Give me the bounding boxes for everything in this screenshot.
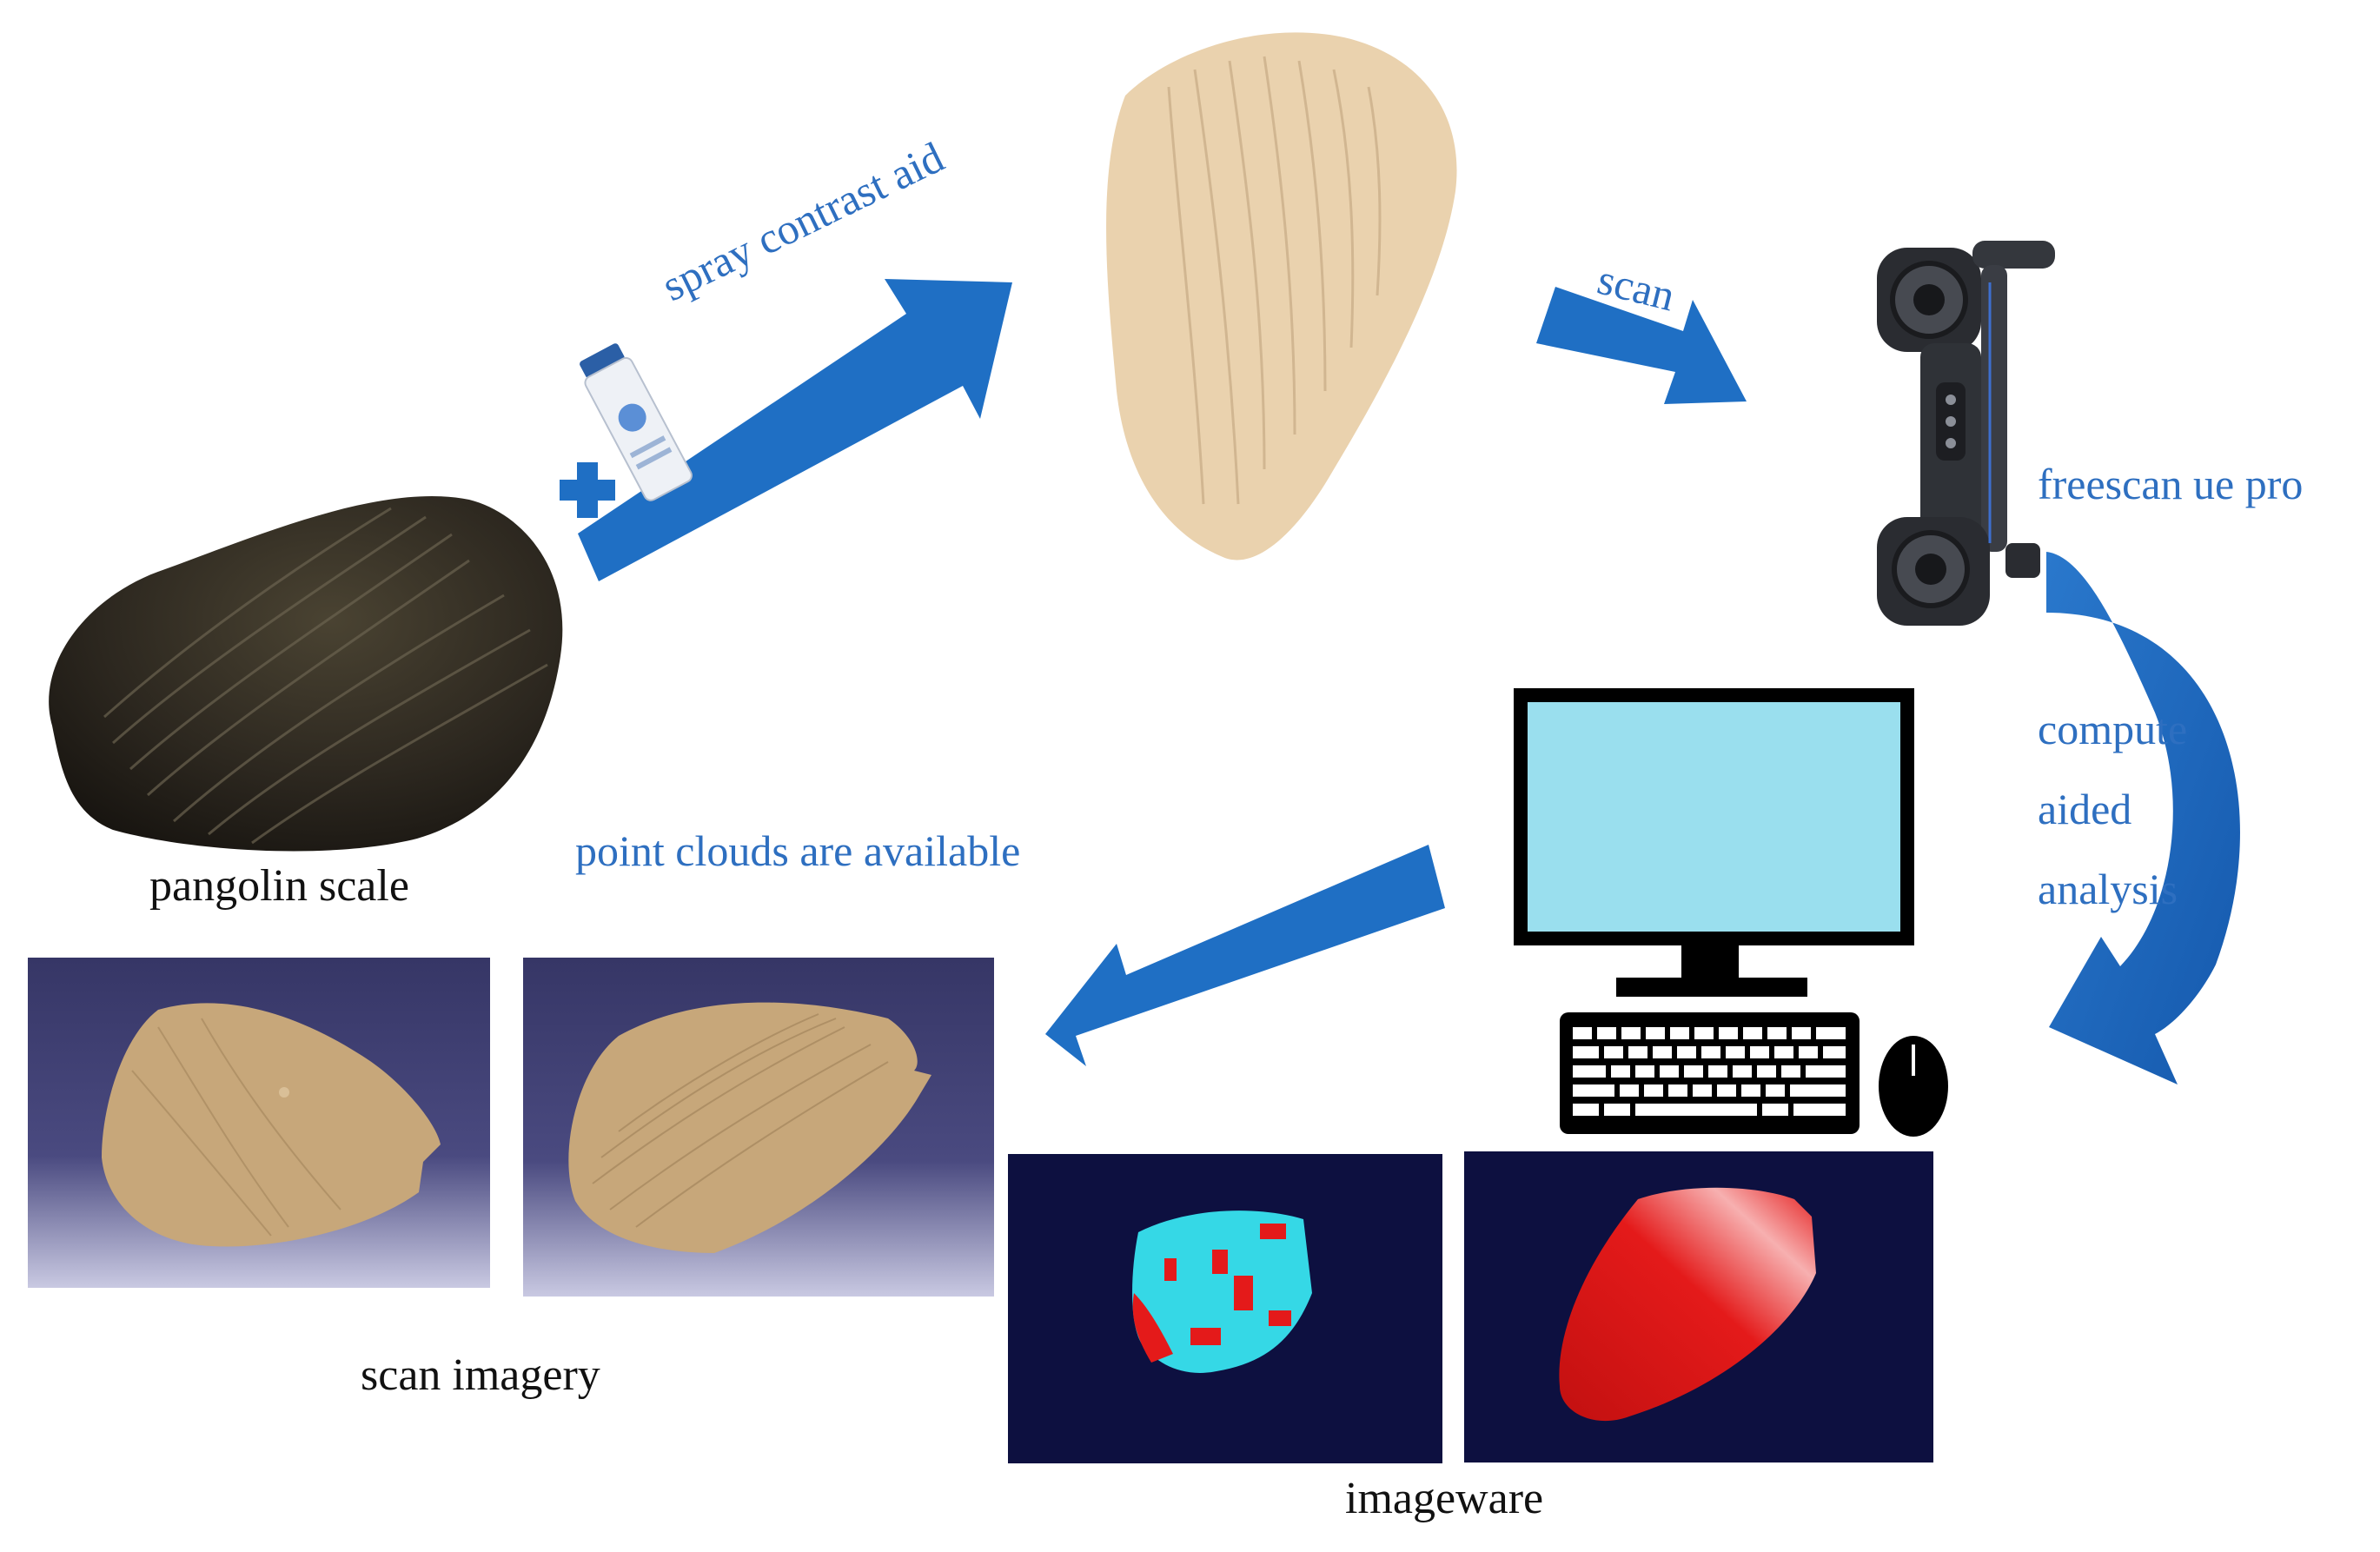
point-clouds-arrow xyxy=(1045,845,1445,1066)
plus-icon xyxy=(560,462,615,518)
scan-imagery-label: scan imagery xyxy=(361,1350,600,1400)
imageware-label: imageware xyxy=(1345,1474,1544,1523)
scan-imagery-panel-1 xyxy=(28,958,490,1288)
freescan-ue-pro-label: freescan ue pro xyxy=(2038,460,2304,508)
mouse-icon xyxy=(1879,1036,1948,1137)
coated-scale-photo xyxy=(1106,32,1457,560)
spray-arrow xyxy=(578,279,1012,581)
handheld-3d-scanner-icon xyxy=(1877,241,2055,626)
compute-label-line1: compute xyxy=(2038,705,2188,753)
scan-arrow xyxy=(1536,287,1747,404)
compute-label-line2: aided xyxy=(2038,785,2132,833)
compute-label-line3: analysis xyxy=(2038,865,2178,913)
keyboard-icon xyxy=(1560,1012,1860,1134)
point-clouds-label: point clouds are available xyxy=(575,826,1021,875)
spray-can-icon xyxy=(580,343,693,501)
imageware-panel-1 xyxy=(1008,1154,1442,1463)
compute-curved-arrow xyxy=(2046,552,2240,1084)
desktop-computer-icon xyxy=(1514,688,1948,1137)
pangolin-scale-label: pangolin scale xyxy=(149,861,409,911)
pangolin-scale-photo xyxy=(49,496,563,852)
scan-imagery-panel-2 xyxy=(523,958,994,1297)
imageware-panel-2 xyxy=(1464,1151,1933,1462)
